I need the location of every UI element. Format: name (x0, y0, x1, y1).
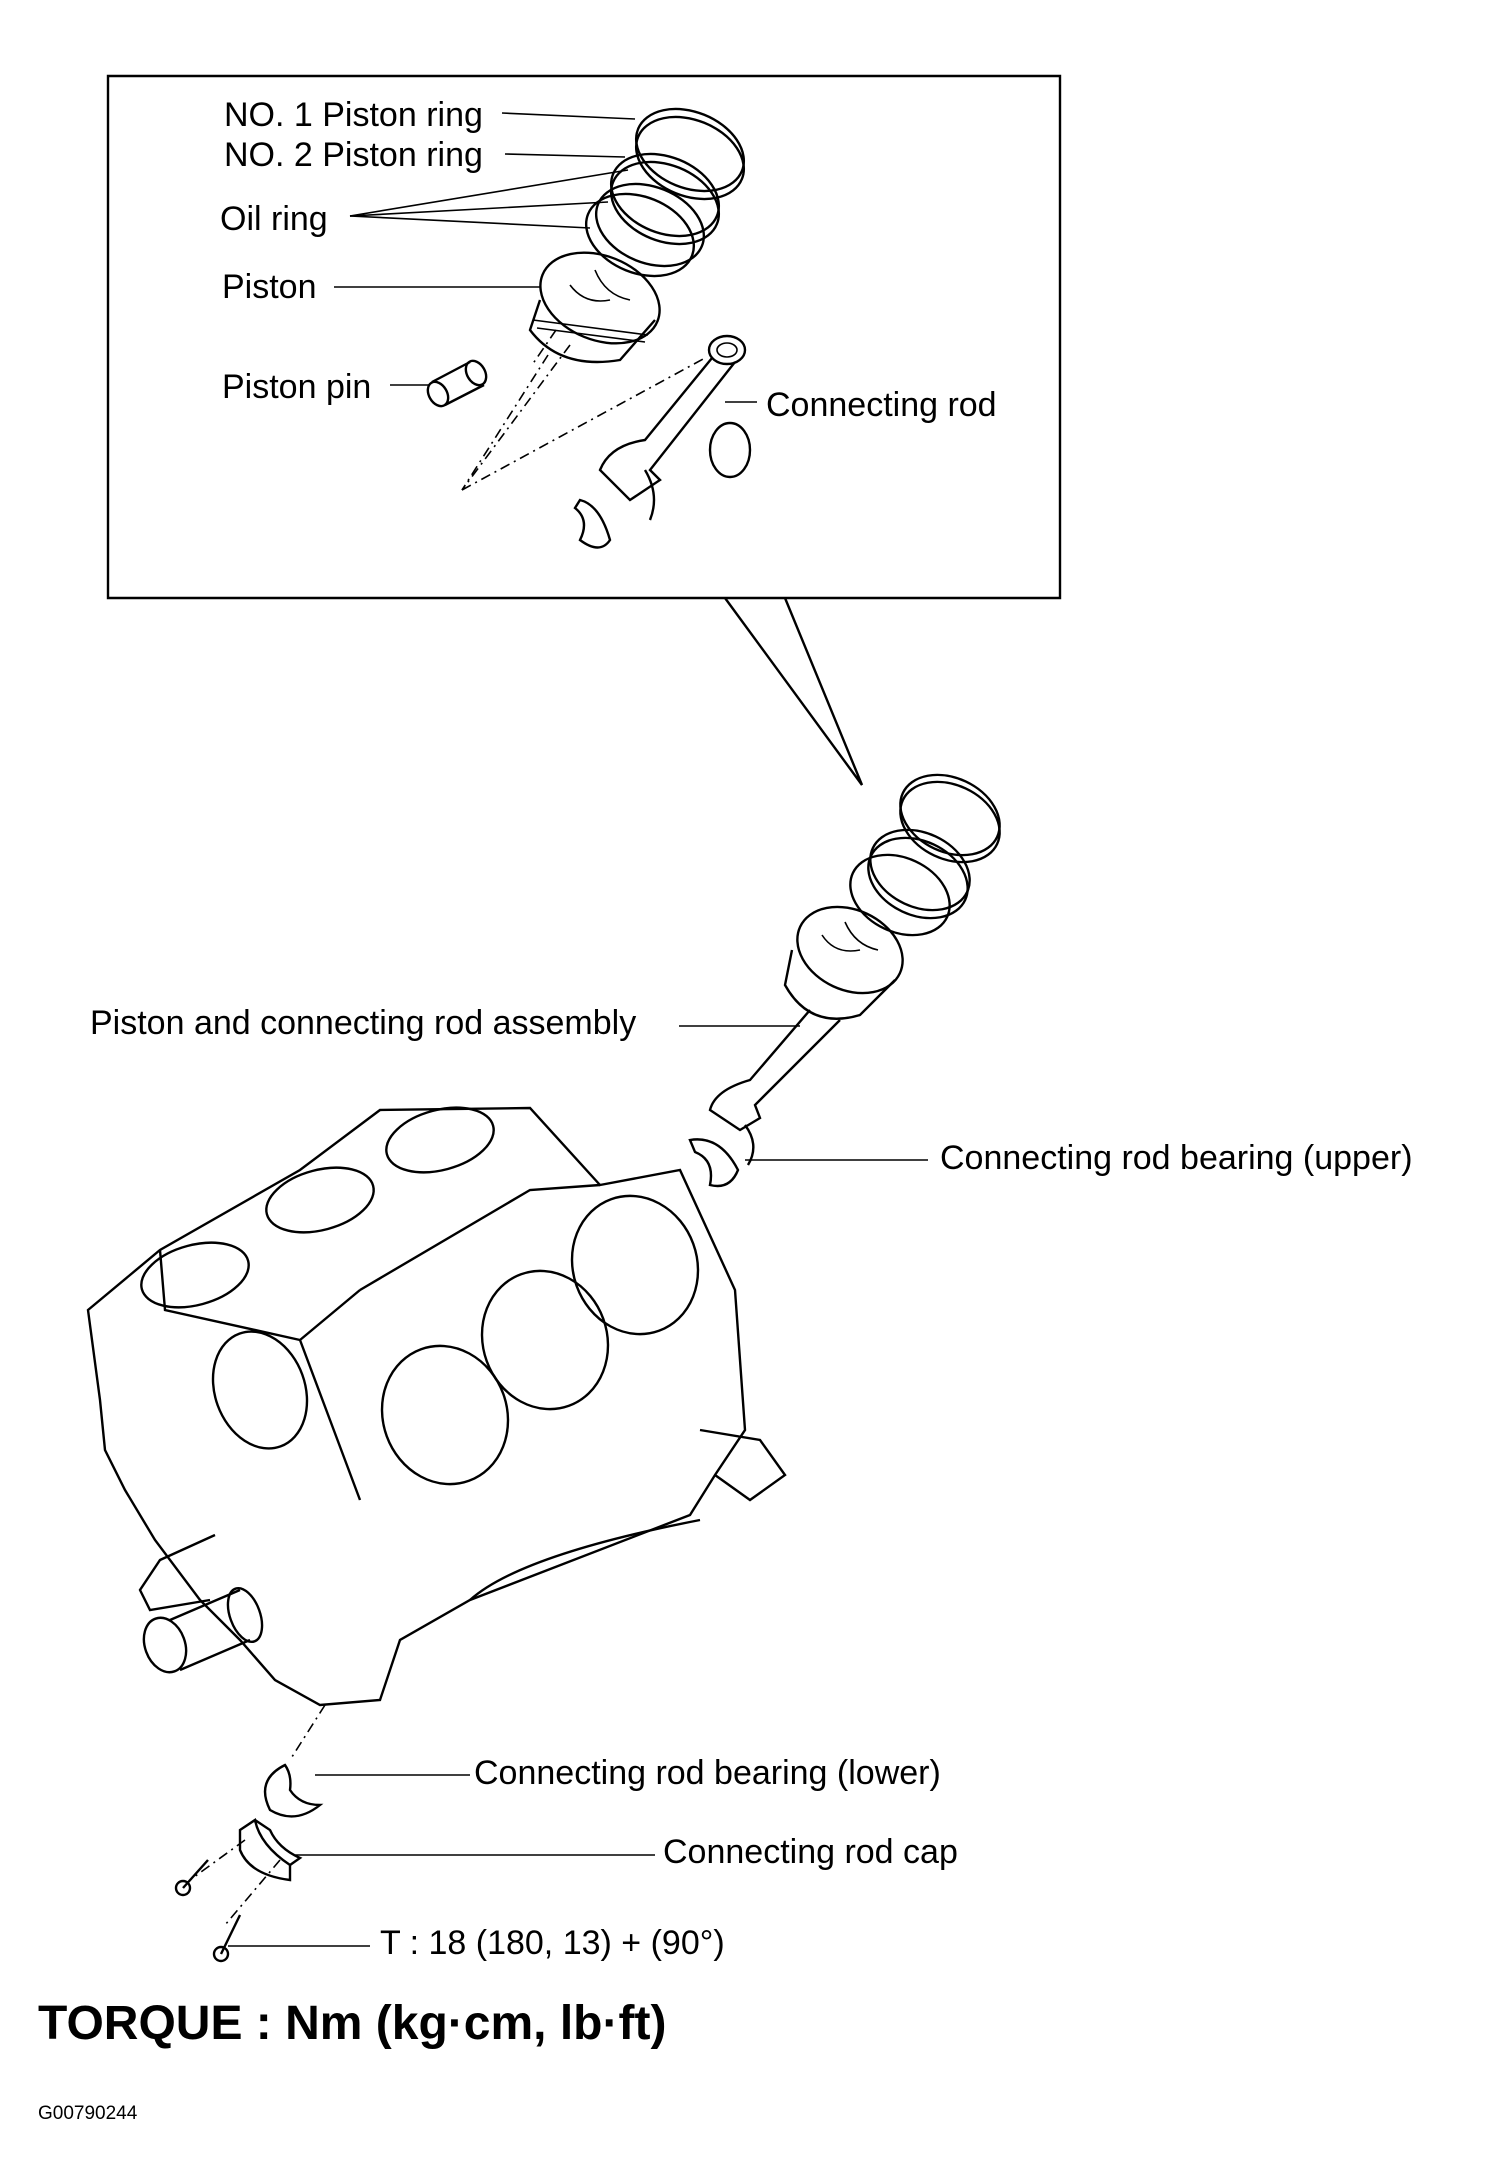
label-no1-piston-ring: NO. 1 Piston ring (224, 96, 483, 134)
rod-cap (238, 1818, 303, 1882)
label-piston-rod-assembly: Piston and connecting rod assembly (90, 1004, 637, 1042)
label-rod-bearing-lower: Connecting rod bearing (lower) (474, 1754, 941, 1792)
inset-piston-pin (426, 359, 488, 408)
label-oil-ring: Oil ring (220, 200, 328, 238)
engine-block (86, 1106, 787, 1707)
assembly-rings (849, 773, 1001, 937)
bolts (174, 1859, 242, 1963)
inset-alignment-lines (461, 329, 706, 491)
label-rod-bearing-upper: Connecting rod bearing (upper) (940, 1139, 1413, 1177)
figure-id: G00790244 (38, 2103, 138, 2124)
label-rod-cap: Connecting rod cap (663, 1833, 958, 1871)
inset-connecting-rod (573, 334, 752, 549)
inset-piston (528, 251, 661, 364)
label-torque-value: T : 18 (180, 13) + (90°) (380, 1924, 725, 1962)
inset-leader-lines (334, 112, 757, 403)
label-connecting-rod: Connecting rod (766, 386, 997, 424)
torque-units-legend: TORQUE : Nm (kg·cm, lb·ft) (38, 1997, 667, 2050)
assembly-piston-rod (708, 905, 904, 1166)
label-no2-piston-ring: NO. 2 Piston ring (224, 136, 483, 174)
lower-alignment-lines (189, 1704, 326, 1926)
lower-bearing (263, 1763, 324, 1818)
upper-bearing (688, 1138, 740, 1188)
callout-box (106, 74, 1062, 786)
main-leader-lines (228, 1025, 928, 1947)
label-piston-pin: Piston pin (222, 368, 372, 406)
inset-piston-rings (584, 107, 746, 278)
label-piston: Piston (222, 268, 317, 306)
